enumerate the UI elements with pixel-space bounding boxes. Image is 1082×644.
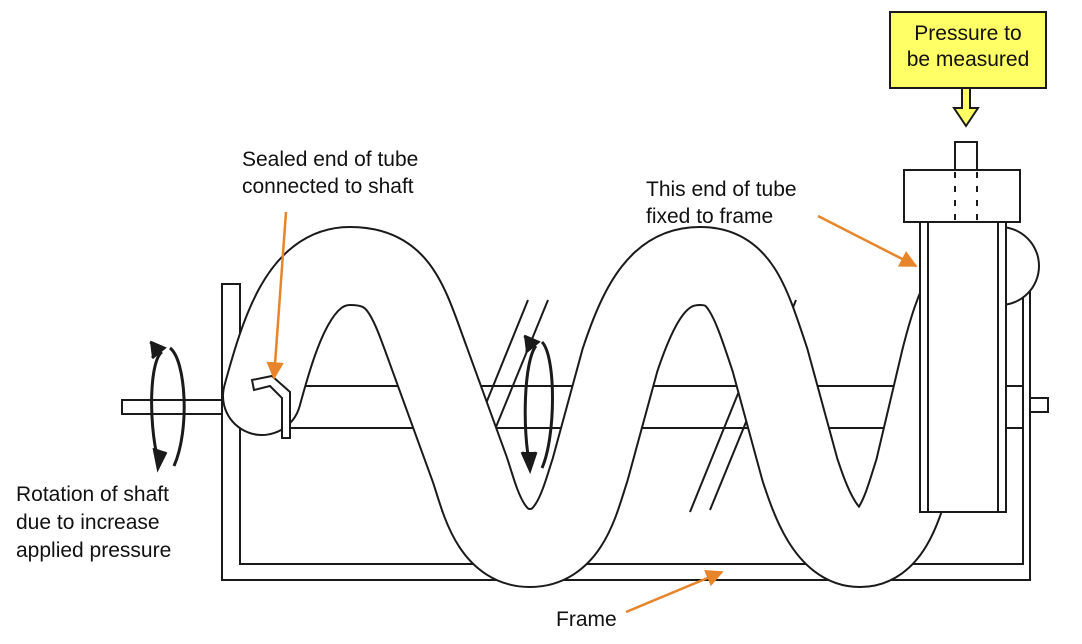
arrow-sealed-end — [266, 211, 288, 380]
helical-tube — [222, 226, 1040, 588]
rotation-arrow-center — [520, 334, 554, 475]
callout-line-1: Pressure to — [914, 22, 1021, 45]
callout-line-2: be measured — [907, 48, 1030, 71]
arrow-fixed-end — [817, 214, 918, 268]
label-rotation-line-2: due to increase — [16, 511, 160, 534]
connection-block — [903, 169, 1021, 223]
label-rotation-line-3: applied pressure — [16, 539, 171, 562]
labels: Sealed end of tube connected to shaft Th… — [16, 148, 797, 631]
label-sealed-end-line-1: Sealed end of tube — [242, 148, 418, 171]
annotation-arrows — [266, 211, 918, 614]
rotation-arrow-left — [149, 340, 186, 473]
arrow-frame — [625, 569, 724, 614]
label-frame: Frame — [556, 608, 617, 631]
sealed-end-bracket — [250, 374, 291, 439]
callout-box — [889, 11, 1047, 89]
fixed-tube-end — [903, 141, 1021, 513]
inlet-nozzle — [954, 141, 978, 171]
shaft-left-stub — [121, 399, 223, 415]
down-arrow-icon — [952, 87, 980, 128]
tube-vertical-leg — [919, 221, 1007, 513]
label-fixed-end-line-1: This end of tube — [646, 178, 797, 201]
label-sealed-end-line-2: connected to shaft — [242, 175, 414, 198]
helix-fill — [224, 228, 1038, 586]
pressure-callout: Pressure to be measured — [889, 11, 1047, 128]
label-fixed-end-line-2: fixed to frame — [646, 205, 773, 228]
shaft-right-stub — [1029, 397, 1049, 413]
label-rotation-line-1: Rotation of shaft — [16, 483, 169, 506]
